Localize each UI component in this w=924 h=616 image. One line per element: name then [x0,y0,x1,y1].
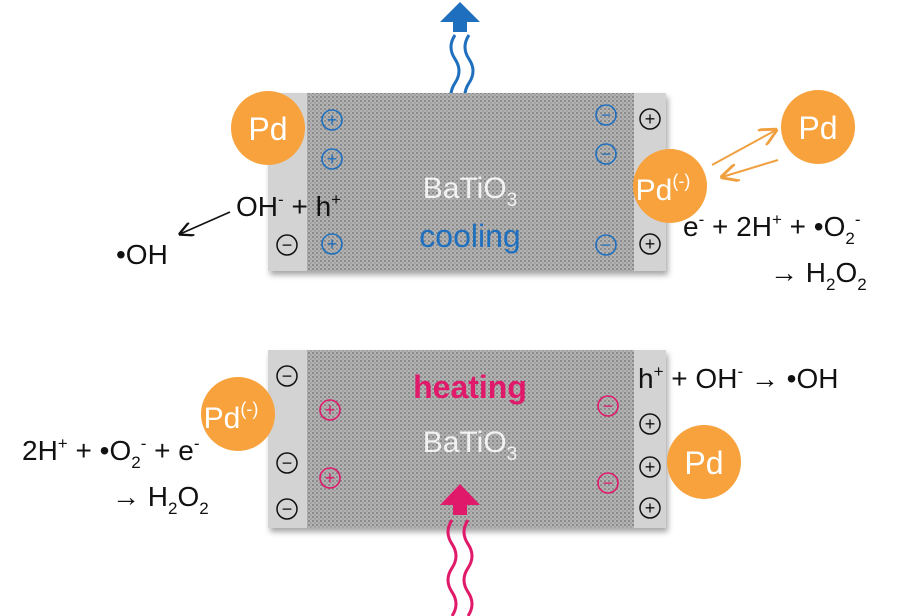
cooling-panel: BaTiO3 cooling + + + − − − [116,2,867,294]
inner-charges-bottom [319,395,619,494]
reaction-reduction-top: e- + 2H+ + •O2- [683,210,861,248]
svg-text:Pd(-): Pd(-) [204,399,259,435]
charge-positive: + [645,414,656,434]
material-label: BaTiO3 [423,172,517,211]
svg-text:Pd: Pd [248,111,287,147]
charge-negative: − [282,235,293,255]
charge-positive: + [325,468,336,488]
reaction-arrow [180,211,231,234]
product-h2o2-bottom: → H2O2 [112,481,209,518]
pd-particle-right: Pd [667,425,741,499]
charge-positive: + [645,457,656,477]
reaction-oxidation-top: OH- + h+ [236,190,341,222]
charge-positive: + [645,109,656,129]
svg-text:Pd(-): Pd(-) [636,171,691,207]
charge-positive: + [645,498,656,518]
electron-transfer-arrow-out [711,130,776,166]
svg-text:Pd: Pd [798,110,837,146]
electron-transfer-arrow-in [722,159,779,177]
charge-positive: + [325,400,336,420]
state-label-heating: heating [413,369,527,405]
inner-charges-right [595,104,617,256]
reaction-reduction-bottom: 2H+ + •O2- + e- [22,434,200,472]
pd-particle-far: Pd [781,90,855,164]
pd-particle-left: Pd [231,91,305,165]
material-label: BaTiO3 [423,426,517,465]
pd-particle-charged: Pd(-) [201,377,275,451]
pd-particle-charged: Pd(-) [633,149,707,223]
charge-positive: + [327,234,338,254]
charge-negative: − [601,105,612,125]
charge-positive: + [327,110,338,130]
heating-panel: heating BaTiO3 + + − − [22,350,838,616]
charge-negative: − [601,144,612,164]
outer-charges-top [276,108,661,256]
outer-charges-bottom [276,365,661,520]
charge-negative: − [282,366,293,386]
heat-input-arrow-icon [440,484,480,616]
crystal-block-bottom [268,350,666,528]
product-h2o2-top: → H2O2 [770,257,867,294]
charge-negative: − [601,235,612,255]
product-hydroxyl-top: •OH [116,239,168,270]
charge-positive: + [327,149,338,169]
svg-text:Pd: Pd [684,445,723,481]
charge-negative: − [603,473,614,493]
charge-negative: − [282,499,293,519]
charge-negative: − [282,453,293,473]
reaction-oxidation-bottom: h+ + OH- → •OH [638,362,838,394]
charge-positive: + [645,234,656,254]
inner-charges-left [321,109,343,255]
state-label-cooling: cooling [419,218,520,254]
charge-negative: − [603,396,614,416]
